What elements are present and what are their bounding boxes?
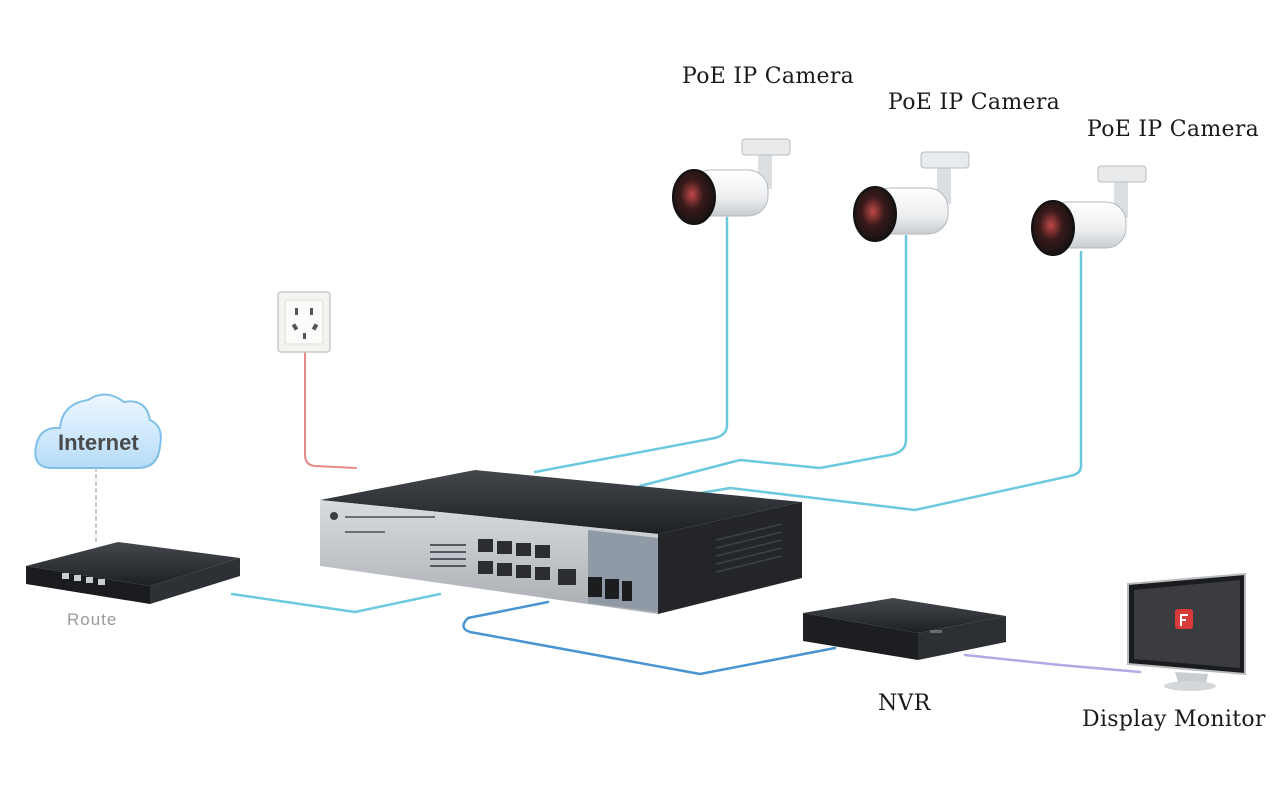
cloud-icon: [34, 393, 162, 469]
cable-video: [963, 653, 1142, 674]
nvr-label: NVR: [878, 691, 931, 716]
bullet-camera-icon: [853, 151, 970, 242]
cable-router-switch: [230, 592, 442, 614]
cables: [95, 216, 1142, 676]
internet-label: Internet: [58, 430, 139, 455]
monitor-label: Display Monitor: [1082, 707, 1266, 732]
cable-camera-1: [533, 216, 729, 474]
monitor-icon: [1127, 572, 1246, 691]
nvr-recorder-icon: [803, 598, 1006, 660]
power-outlet-icon: [277, 291, 331, 353]
router-label: Route: [67, 610, 118, 629]
camera-3-label: PoE IP Camera: [1087, 117, 1260, 142]
camera-1-label: PoE IP Camera: [682, 64, 855, 89]
bullet-camera-icon: [672, 138, 791, 225]
bullet-camera-icon: [1031, 165, 1147, 256]
poe-switch-icon: [320, 470, 802, 614]
camera-2-label: PoE IP Camera: [888, 90, 1061, 115]
cable-power: [304, 351, 357, 469]
router-icon: [26, 542, 240, 604]
cable-camera-3: [658, 250, 1083, 512]
cable-camera-2: [638, 234, 908, 488]
cable-switch-nvr: [462, 600, 837, 676]
